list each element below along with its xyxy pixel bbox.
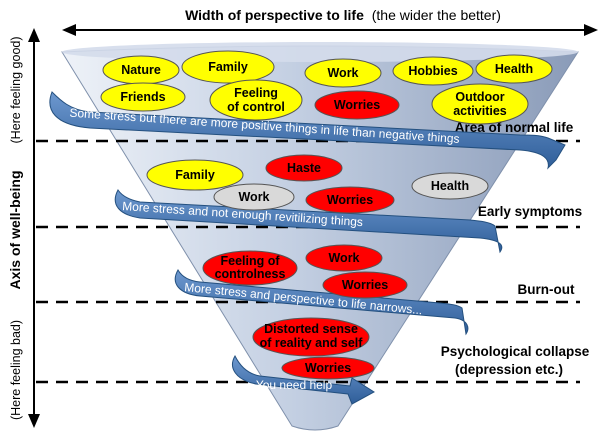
bubble: Work — [305, 244, 383, 272]
ribbon-4-text: You need help — [256, 378, 333, 392]
bubble: Health — [411, 172, 489, 200]
bubble: Worries — [281, 356, 375, 380]
bubble-text: Friends — [120, 90, 165, 104]
bubble-text: Worries — [342, 278, 388, 292]
bubble-text: Feeling — [234, 86, 278, 100]
zone-label-depression: (depression etc.) — [455, 362, 563, 377]
bubble-text: Worries — [305, 361, 351, 375]
bubble-text: Health — [495, 62, 533, 76]
bubble-text-line2: controlness — [215, 267, 286, 281]
bubble-text: Family — [175, 168, 215, 182]
bubble: Feeling of control — [209, 79, 303, 121]
bubble-text: Worries — [327, 193, 373, 207]
bubble-text-line2: of control — [227, 100, 285, 114]
bubble: Family — [181, 50, 275, 84]
well-being-axis-arrow — [28, 28, 40, 428]
bubble: Worries — [322, 271, 408, 299]
bubble: Health — [475, 54, 553, 84]
bubble-text-line2: of reality and self — [260, 336, 364, 350]
bubble: Work — [213, 183, 295, 211]
bubble-text: Worries — [334, 98, 380, 112]
bubble: Work — [304, 58, 382, 88]
bubble: Feeling of controlness — [202, 250, 298, 286]
bubble-text: Family — [208, 60, 248, 74]
axis-label: Axis of well-being — [7, 170, 23, 289]
bubble-text: Health — [431, 179, 469, 193]
bubble: Worries — [305, 186, 395, 214]
bubble-text: Feeling of — [220, 254, 280, 268]
bubble: Hobbies — [392, 56, 474, 86]
bubble-text: Work — [327, 66, 358, 80]
bubble-text: Work — [238, 190, 269, 204]
bubble: Worries — [314, 90, 400, 120]
bubble: Friends — [100, 82, 186, 112]
perspective-width-arrow — [62, 24, 598, 36]
bubble: Nature — [102, 55, 180, 85]
ribbon-4: You need help — [232, 354, 375, 405]
bubble-text: Outdoor — [455, 90, 504, 104]
bubble-text-line2: activities — [453, 104, 507, 118]
title: Width of perspective to life (the wider … — [185, 7, 501, 23]
axis-top-label: (Here feeling good) — [9, 36, 23, 143]
bubble: Distorted sense of reality and self — [252, 317, 370, 357]
bubble: Haste — [265, 154, 343, 182]
bubble: Outdoor activities — [431, 83, 529, 125]
bubble-text: Work — [328, 251, 359, 265]
bubble-text: Haste — [287, 161, 321, 175]
bubble: Family — [146, 159, 244, 191]
zone-label-psychological-collapse: Psychological collapse — [441, 344, 590, 359]
axis-bottom-label: (Here feeling bad) — [9, 320, 23, 420]
bubble-text: Hobbies — [408, 64, 457, 78]
zone-label-early-symptoms: Early symptoms — [478, 204, 582, 219]
bubble-text: Nature — [121, 63, 161, 77]
bubble-text: Distorted sense — [264, 322, 358, 336]
zone-label-burn-out: Burn-out — [518, 282, 575, 297]
